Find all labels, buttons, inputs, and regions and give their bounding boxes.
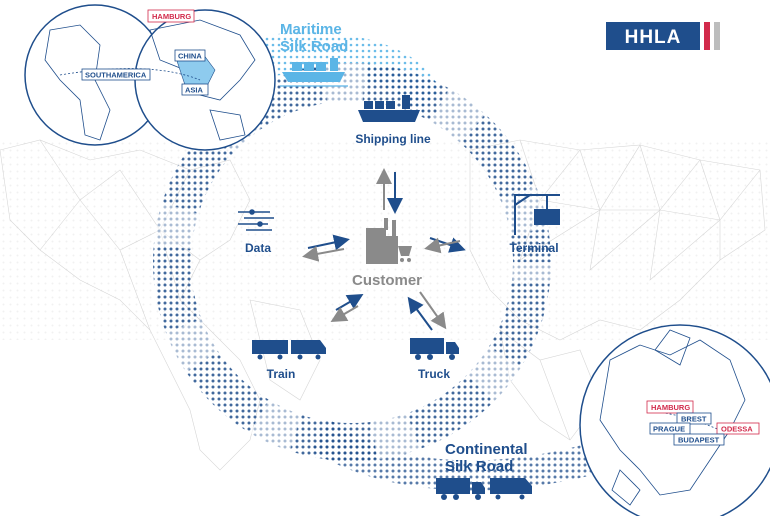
hhla-logo: HHLA: [606, 22, 720, 50]
container-ship-icon: [358, 95, 420, 122]
truck-node: Truck: [410, 338, 459, 381]
flow-arrows: [302, 168, 466, 331]
svg-text:SOUTHAMERICA: SOUTHAMERICA: [85, 71, 147, 80]
tag-odessa: ODESSA: [716, 422, 760, 435]
continental-route-band: [310, 420, 610, 491]
tag-asia: ASIA: [181, 83, 209, 96]
continental-title-line1: Continental: [445, 441, 528, 458]
bottom-train-icon: [490, 478, 532, 500]
maritime-title-line2: Silk Road: [280, 38, 348, 55]
crane-icon: [514, 194, 560, 235]
tag-budapest: BUDAPEST: [673, 433, 725, 446]
tag-china: CHINA: [174, 49, 206, 62]
tag-prague: PRAGUE: [649, 422, 691, 435]
bottom-truck-icon: [436, 478, 485, 500]
train-icon: [252, 340, 326, 360]
tag-southamerica: SOUTHAMERICA: [81, 68, 151, 81]
logistics-ring: [153, 63, 551, 461]
svg-text:Truck: Truck: [418, 367, 450, 381]
tag-hamburg-west: HAMBURG: [147, 9, 195, 23]
tag-brest: BREST: [676, 412, 712, 425]
svg-text:ODESSA: ODESSA: [721, 425, 753, 434]
train-node: Train: [252, 340, 326, 381]
ship-icon-light: [280, 58, 348, 87]
truck-icon: [410, 338, 459, 360]
svg-text:Customer: Customer: [352, 272, 422, 289]
svg-text:Data: Data: [245, 241, 271, 255]
svg-text:Train: Train: [267, 367, 296, 381]
svg-text:HAMBURG: HAMBURG: [152, 12, 191, 21]
tag-hamburg-europe: HAMBURG: [646, 400, 694, 414]
svg-text:BUDAPEST: BUDAPEST: [678, 436, 720, 445]
svg-text:HAMBURG: HAMBURG: [651, 403, 690, 412]
globe-europe: HAMBURG BREST PRAGUE ODESSA BUDAPEST: [579, 324, 770, 521]
factory-cart-icon: [366, 218, 412, 264]
svg-text:ASIA: ASIA: [185, 86, 204, 95]
svg-text:HHLA: HHLA: [625, 27, 682, 48]
svg-text:PRAGUE: PRAGUE: [653, 425, 685, 434]
shipping-line-node: Shipping line: [355, 95, 431, 146]
terminal-node: Terminal: [509, 194, 560, 255]
customer-node: Customer: [352, 218, 422, 289]
maritime-title-line1: Maritime: [280, 21, 342, 38]
svg-text:Shipping line: Shipping line: [355, 132, 431, 146]
continental-title-line2: Silk Road: [445, 458, 513, 475]
svg-text:Terminal: Terminal: [509, 241, 558, 255]
svg-text:BREST: BREST: [681, 415, 707, 424]
data-node: Data: [238, 209, 274, 255]
globe-west: HAMBURG CHINA SOUTHAMERICA ASIA: [24, 4, 276, 151]
data-stream-icon: [238, 209, 274, 231]
svg-text:CHINA: CHINA: [178, 52, 202, 61]
